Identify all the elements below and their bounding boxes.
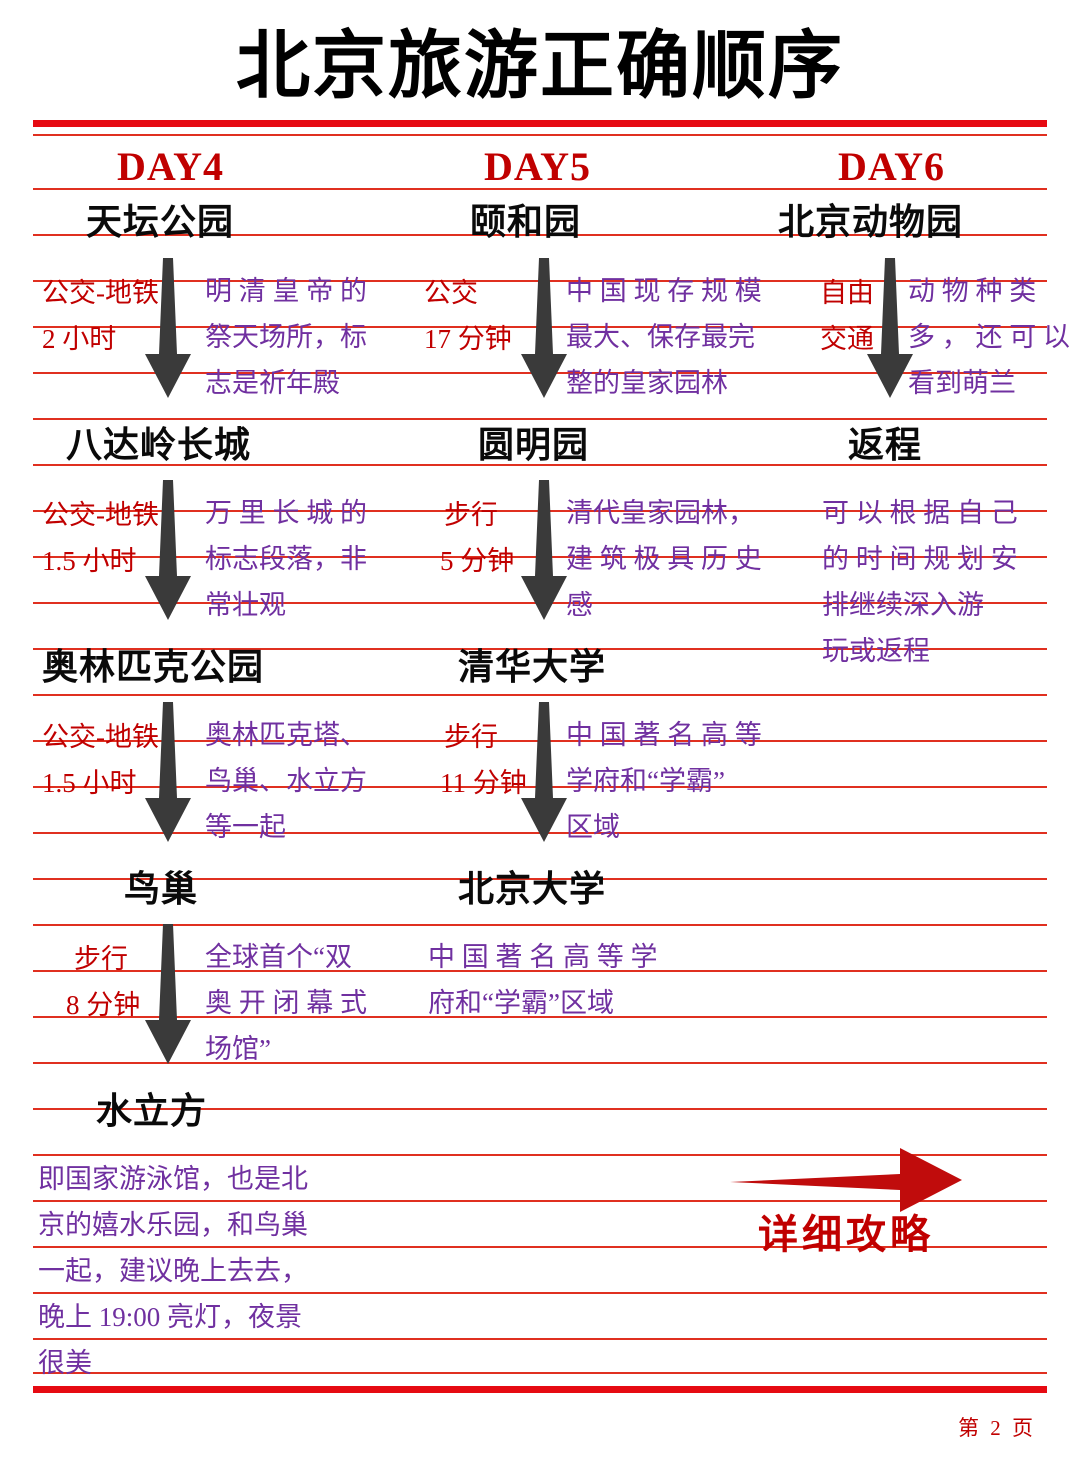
stop-name: 八达岭长城: [66, 425, 252, 466]
day-header-5: DAY5: [484, 144, 591, 189]
down-arrow-icon: [145, 480, 191, 620]
down-arrow-icon: [145, 702, 191, 842]
transport-mode: 公交-地铁: [42, 278, 159, 308]
day-header-6: DAY6: [838, 144, 945, 189]
stop-name: 奥林匹克公园: [42, 647, 265, 688]
stop-description: 中 国 现 存 规 模 最大、保存最完 整的皇家园林: [566, 276, 762, 398]
stop-name: 天坛公园: [86, 202, 235, 243]
down-arrow-icon: [521, 258, 567, 398]
stop-name: 圆明园: [478, 425, 590, 466]
transport-time: 1.5 小时: [42, 768, 137, 798]
right-arrow-icon[interactable]: [730, 1146, 962, 1214]
transport-mode: 公交: [424, 278, 478, 308]
detailed-guide-label[interactable]: 详细攻略: [758, 1212, 934, 1257]
day-header-4: DAY4: [117, 144, 224, 189]
transport-mode: 步行: [444, 722, 498, 752]
transport-mode: 步行: [444, 500, 498, 530]
stop-name: 水立方: [96, 1091, 208, 1132]
transport-mode: 步行: [74, 944, 128, 974]
page-number: 第 2 页: [958, 1416, 1036, 1440]
transport-time: 17 分钟: [424, 324, 512, 354]
stop-name: 北京大学: [458, 869, 607, 910]
transport-time: 8 分钟: [66, 990, 141, 1020]
stop-description: 中 国 著 名 高 等 学 府和“学霸”区域: [428, 942, 658, 1018]
page-title: 北京旅游正确顺序: [236, 23, 844, 109]
down-arrow-icon: [521, 480, 567, 620]
stop-name: 清华大学: [458, 647, 607, 688]
down-arrow-icon: [145, 924, 191, 1064]
stop-description: 清代皇家园林， 建 筑 极 具 历 史 感: [566, 498, 762, 620]
stop-name: 返程: [848, 425, 923, 466]
stop-description: 万 里 长 城 的 标志段落，非 常壮观: [205, 498, 367, 620]
stop-description: 即国家游泳馆，也是北 京的嬉水乐园，和鸟巢 一起，建议晚上去去， 晚上 19:0…: [38, 1164, 308, 1378]
transport-time: 5 分钟: [440, 546, 515, 576]
transport-time: 11 分钟: [440, 768, 527, 798]
stop-description: 明 清 皇 帝 的 祭天场所，标 志是祈年殿: [205, 276, 367, 398]
down-arrow-icon: [145, 258, 191, 398]
stop-description: 奥林匹克塔、 鸟巢、水立方 等一起: [205, 720, 367, 842]
down-arrow-icon: [867, 258, 913, 398]
stop-name: 北京动物园: [778, 202, 964, 243]
transport-time: 2 小时: [42, 324, 117, 354]
stop-name: 鸟巢: [124, 869, 199, 910]
transport-time: 交通: [820, 324, 874, 354]
transport-mode: 公交-地铁: [42, 500, 159, 530]
stop-name: 颐和园: [470, 202, 582, 243]
stop-description: 中 国 著 名 高 等 学府和“学霸” 区域: [566, 720, 762, 842]
stop-description: 全球首个“双 奥 开 闭 幕 式 场馆”: [205, 942, 367, 1064]
stop-description: 可 以 根 据 自 己 的 时 间 规 划 安 排继续深入游 玩或返程: [822, 498, 1018, 666]
transport-time: 1.5 小时: [42, 546, 137, 576]
transport-mode: 公交-地铁: [42, 722, 159, 752]
transport-mode: 自由: [820, 278, 874, 308]
down-arrow-icon: [521, 702, 567, 842]
stop-description: 动 物 种 类 多 ， 还 可 以 看到萌兰: [908, 276, 1070, 398]
